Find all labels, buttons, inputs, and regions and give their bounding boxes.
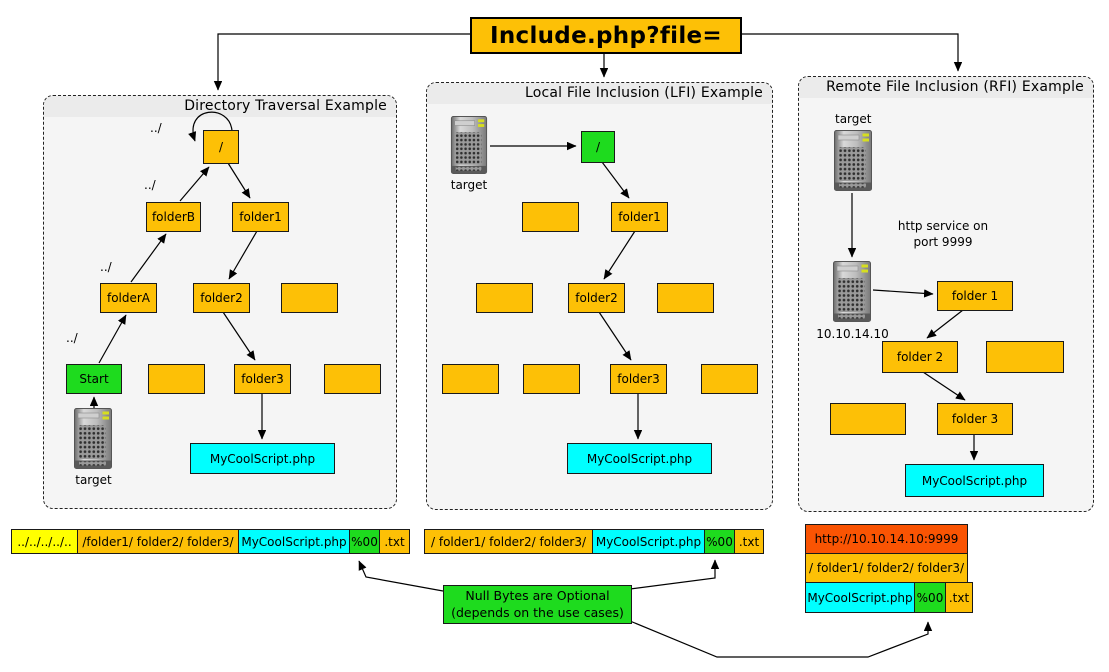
lfi-folder1-node: folder1 — [611, 202, 668, 232]
payload-nullbyte-segment: %00 — [704, 529, 735, 554]
dt-blank-node — [148, 364, 205, 394]
lfi-blank-node — [523, 364, 580, 394]
rfi-folder3-node: folder 3 — [937, 403, 1013, 435]
payload-url-segment: http://10.10.14.10:9999 — [805, 524, 968, 554]
payload-script-segment: MyCoolScript.php — [592, 529, 705, 554]
lfi-root-node: / — [581, 131, 615, 163]
panel-rfi-title: Remote File Inclusion (RFI) Example — [799, 77, 1093, 98]
dotdot-label-folderA: ../ — [100, 260, 112, 274]
rfi-folder3-label: folder 3 — [951, 412, 999, 426]
rfi-http-line1: http service on — [897, 219, 989, 233]
dt-folderA-node: folderA — [100, 283, 157, 313]
payload-path-segment: /folder1/ folder2/ folder3/ — [77, 529, 239, 554]
rfi-blank-node — [986, 341, 1064, 373]
server-icon — [450, 116, 488, 174]
dotdot-label-folderB: ../ — [144, 178, 156, 192]
payload-strip-lfi: / folder1/ folder2/ folder3/ MyCoolScrip… — [424, 529, 764, 554]
panel-lfi-title: Local File Inclusion (LFI) Example — [427, 83, 772, 104]
dt-script-node: MyCoolScript.php — [190, 443, 335, 474]
lfi-script-node: MyCoolScript.php — [567, 443, 712, 474]
rfi-folder1-node: folder 1 — [937, 281, 1013, 311]
payload-dots-segment: ../../../../.. — [11, 529, 78, 554]
lfi-target-label: target — [450, 178, 488, 192]
rfi-folder2-node: folder 2 — [882, 341, 958, 373]
rfi-http-line2: port 9999 — [913, 235, 973, 250]
dt-folderA-label: folderA — [106, 291, 151, 305]
rfi-blank-node — [830, 403, 906, 435]
main-title-text: Include.php?file= — [489, 22, 722, 49]
lfi-folder3-node: folder3 — [610, 364, 667, 394]
note-line2: (depends on the use cases) — [451, 604, 624, 620]
server-icon — [74, 408, 112, 469]
dt-script-label: MyCoolScript.php — [209, 451, 316, 466]
rfi-attacker-ip-label: 10.10.14.10 — [816, 327, 889, 341]
dt-folder2-node: folder2 — [193, 283, 250, 313]
dt-root-node: / — [203, 130, 239, 164]
panel-directory-traversal-title: Directory Traversal Example — [44, 96, 396, 117]
lfi-root-label: / — [595, 140, 601, 154]
payload-ext-segment: .txt — [945, 582, 973, 613]
dt-folder1-label: folder1 — [239, 210, 282, 224]
payload-script-segment: MyCoolScript.php — [238, 529, 350, 554]
lfi-blank-node — [701, 364, 758, 394]
main-title-box: Include.php?file= — [470, 17, 742, 54]
dt-blank-node — [324, 364, 381, 394]
payload-ext-segment: .txt — [379, 529, 410, 554]
note-line1: Null Bytes are Optional — [465, 588, 610, 604]
lfi-blank-node — [522, 202, 579, 232]
dt-target-label: target — [75, 473, 112, 487]
rfi-script-label: MyCoolScript.php — [921, 473, 1028, 488]
rfi-target-label: target — [835, 112, 872, 126]
dotdot-label-root: ../ — [150, 121, 162, 135]
dt-folderB-label: folderB — [151, 210, 196, 224]
lfi-folder3-label: folder3 — [617, 372, 660, 386]
lfi-blank-node — [476, 283, 533, 313]
server-icon — [833, 261, 871, 322]
payload-strip-rfi: http://10.10.14.10:9999 / folder1/ folde… — [805, 524, 973, 613]
server-icon — [834, 130, 872, 191]
dt-blank-node — [281, 283, 338, 313]
payload-script-segment: MyCoolScript.php — [805, 582, 915, 613]
dt-start-node: Start — [66, 364, 122, 394]
payload-nullbyte-segment: %00 — [349, 529, 380, 554]
dotdot-label-start: ../ — [66, 331, 78, 345]
payload-path-segment: / folder1/ folder2/ folder3/ — [424, 529, 593, 554]
rfi-script-node: MyCoolScript.php — [905, 464, 1044, 497]
null-bytes-note: Null Bytes are Optional (depends on the … — [443, 585, 632, 624]
payload-ext-segment: .txt — [734, 529, 764, 554]
rfi-folder2-label: folder 2 — [896, 350, 944, 364]
lfi-blank-node — [442, 364, 499, 394]
lfi-folder2-node: folder2 — [568, 283, 625, 313]
dt-folder3-label: folder3 — [241, 372, 284, 386]
lfi-folder1-label: folder1 — [618, 210, 661, 224]
dt-start-label: Start — [79, 372, 109, 386]
payload-strip-traversal: ../../../../.. /folder1/ folder2/ folder… — [11, 529, 410, 554]
payload-nullbyte-segment: %00 — [914, 582, 946, 613]
dt-root-label: / — [218, 140, 224, 154]
dt-folderB-node: folderB — [146, 202, 201, 232]
rfi-folder1-label: folder 1 — [951, 289, 999, 303]
lfi-script-label: MyCoolScript.php — [586, 451, 693, 466]
dt-folder3-node: folder3 — [234, 364, 291, 394]
dt-folder1-node: folder1 — [232, 202, 289, 232]
rfi-http-service-label: http service on port 9999 — [878, 218, 1008, 250]
payload-path-segment: / folder1/ folder2/ folder3/ — [805, 553, 968, 583]
lfi-blank-node — [657, 283, 714, 313]
dt-folder2-label: folder2 — [200, 291, 243, 305]
lfi-folder2-label: folder2 — [575, 291, 618, 305]
